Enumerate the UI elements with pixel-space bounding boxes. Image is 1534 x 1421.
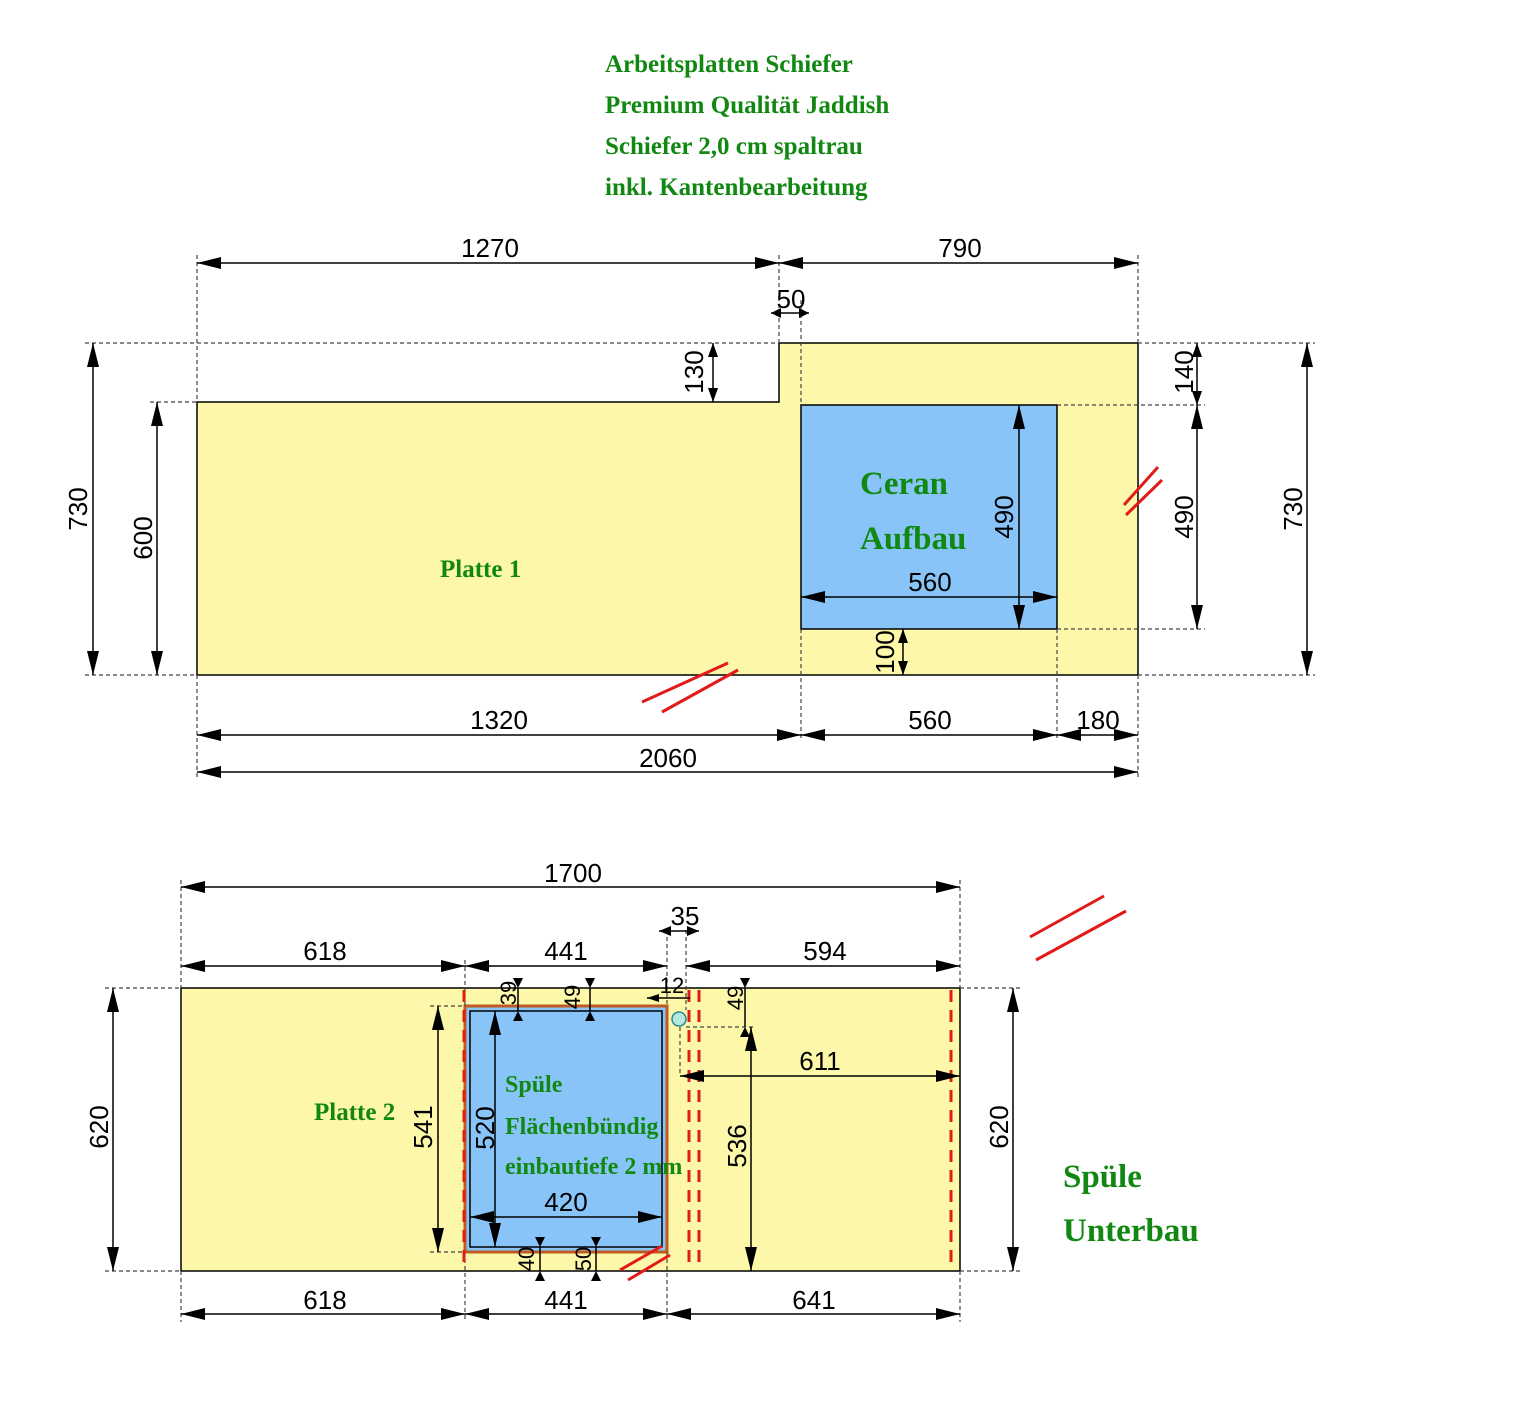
dim-step-height: 130: [679, 350, 709, 393]
break-mark: [1035, 909, 1127, 962]
sink-cutout: [469, 1010, 663, 1248]
dim-p2-top-sink: 441: [544, 936, 587, 966]
break-mark: [1029, 894, 1105, 939]
break-mark: [619, 1244, 663, 1272]
dim-p2-bottom-sink: 441: [544, 1285, 587, 1315]
dim-p2-total-width: 1700: [544, 858, 602, 888]
dim-p2-sink-bottom-offset-2: 50: [571, 1247, 596, 1271]
dim-p2-tap-top: 49: [723, 986, 748, 1010]
dim-p2-tap-gap: 12: [660, 973, 684, 998]
dim-p2-sink-bottom-offset: 40: [514, 1247, 539, 1271]
ceran-label-line-2: Aufbau: [860, 521, 966, 557]
dim-p2-right-height: 620: [984, 1105, 1014, 1148]
break-mark: [1122, 465, 1160, 507]
dim-p2-tap-offset: 35: [671, 901, 700, 931]
dim-p2-right-inner-height: 536: [722, 1124, 752, 1167]
plate-1-label: Platte 1: [440, 556, 521, 583]
dim-p2-inner-sink-width: 420: [544, 1187, 587, 1217]
plate-2: 1700 35 618 441 594 39 49 12 49 611 620 …: [84, 858, 1199, 1322]
break-mark: [661, 668, 739, 714]
dim-p2-outer-sink-height: 541: [408, 1105, 438, 1148]
header-line-3: Schiefer 2,0 cm spaltrau: [605, 133, 863, 160]
break-mark: [627, 1253, 671, 1282]
dim-p2-sink-top-offset-2: 49: [560, 985, 585, 1009]
dim-p2-inner-sink-height: 520: [470, 1106, 500, 1149]
break-mark: [641, 661, 729, 704]
dim-right-cutout-height: 490: [1169, 495, 1199, 538]
dim-left-total-height: 730: [63, 487, 93, 530]
dim-left-height: 600: [128, 516, 158, 559]
header-line-1: Arbeitsplatten Schiefer: [605, 51, 853, 78]
dim-top-right: 790: [938, 233, 981, 263]
dim-p2-sink-top-offset: 39: [496, 981, 521, 1005]
dim-cutout-bottom-gap: 100: [870, 630, 900, 673]
dim-top-left: 1270: [461, 233, 519, 263]
header-text: Arbeitsplatten Schiefer Premium Qualität…: [605, 51, 889, 201]
dim-p2-bottom-left: 618: [303, 1285, 346, 1315]
dim-p2-left-height: 620: [84, 1105, 114, 1148]
sink-label-line-3: einbautiefe 2 mm: [505, 1154, 682, 1180]
dim-total-width: 2060: [639, 743, 697, 773]
dim-p2-bottom-right: 641: [792, 1285, 835, 1315]
header-line-4: inkl. Kantenbearbeitung: [605, 174, 868, 201]
dim-bottom-left: 1320: [470, 705, 528, 735]
dim-right-top-gap: 140: [1169, 350, 1199, 393]
dim-step-width: 50: [777, 284, 806, 314]
dim-bottom-cutout: 560: [908, 705, 951, 735]
dim-right-total-height: 730: [1278, 487, 1308, 530]
plate-1: 1270 790 50 130 730 600 490 560 100 140 …: [63, 233, 1315, 780]
tap-hole-icon: [671, 1011, 687, 1027]
ceran-label-line-1: Ceran: [860, 466, 948, 502]
dim-p2-tap-to-edge: 611: [799, 1046, 840, 1076]
plate-2-label: Platte 2: [314, 1099, 395, 1126]
dim-p2-top-right: 594: [803, 936, 846, 966]
dim-bottom-right: 180: [1076, 705, 1119, 735]
sink-label-line-2: Flächenbündig: [505, 1114, 658, 1140]
dim-cutout-height: 490: [989, 495, 1019, 538]
break-mark: [1124, 478, 1164, 517]
sink-type-line-1: Spüle: [1063, 1159, 1142, 1195]
sink-label-line-1: Spüle: [505, 1072, 563, 1098]
dim-cutout-width: 560: [908, 567, 951, 597]
sink-type-line-2: Unterbau: [1063, 1213, 1199, 1249]
header-line-2: Premium Qualität Jaddish: [605, 92, 889, 119]
dim-p2-top-left: 618: [303, 936, 346, 966]
